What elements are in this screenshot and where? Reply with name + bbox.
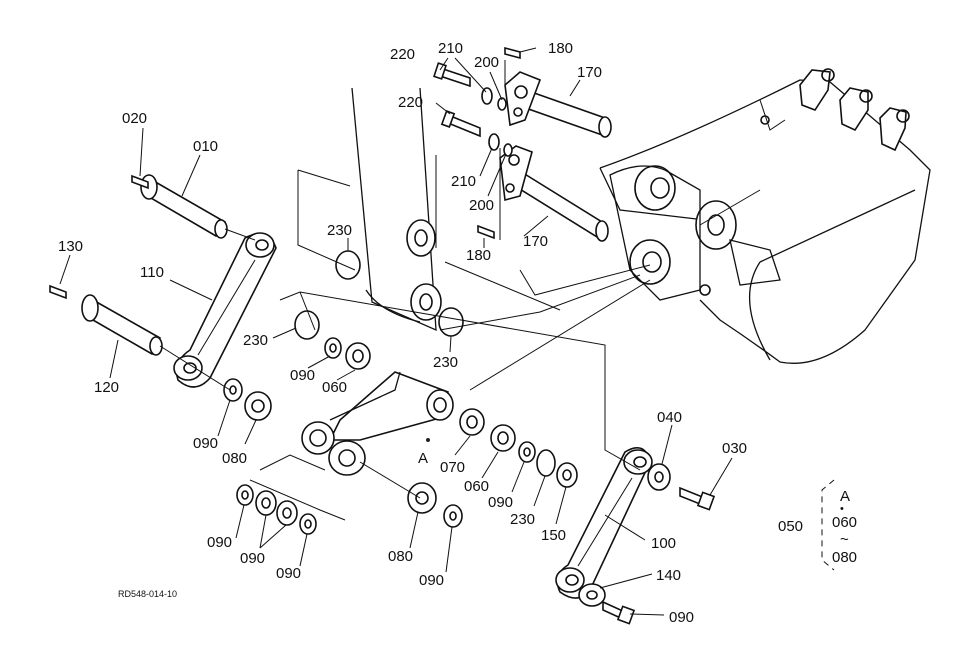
part-label-060-b: 060: [464, 478, 489, 495]
legend-bracket: [821, 479, 835, 571]
part-label-200-lower: 200: [469, 197, 494, 214]
part-label-020: 020: [122, 110, 147, 127]
part-label-070: 070: [440, 459, 465, 476]
legend-ref: A: [840, 488, 850, 505]
leader-lines: [59, 47, 733, 616]
pin-170-lower: [499, 145, 609, 242]
part-labels-visible: 090 080 090: [276, 548, 444, 589]
bolt-220-upper: [433, 62, 471, 88]
part-label-090-b: 090: [193, 435, 218, 452]
o-ring-230-b: [294, 310, 320, 340]
part-label-200-upper: 200: [474, 54, 499, 71]
legend: 050 A • 060 ~ 080: [778, 488, 857, 566]
legend-from: 060: [832, 514, 857, 531]
legend-range-mark: ~: [840, 531, 849, 548]
part-label-010: 010: [193, 138, 218, 155]
part-label-080-a: 080: [222, 450, 247, 467]
part-label-230-d: 230: [510, 511, 535, 528]
part-label-230-c: 230: [433, 354, 458, 371]
part-label-030: 030: [722, 440, 747, 457]
part-label-150: 090: [669, 609, 694, 626]
part-label-230-a: 230: [327, 222, 352, 239]
bolt-150: [602, 600, 636, 625]
part-label-090-f-text: 090: [419, 572, 444, 589]
part-label-040: 040: [657, 409, 682, 426]
part-label-130: 130: [58, 238, 83, 255]
part-labels: 020 010 130 110 120 220 210 200 180 170 …: [58, 40, 747, 626]
o-ring-230-c: [438, 307, 464, 337]
part-label-090-d: 090: [207, 534, 232, 551]
legend-bullet: •: [840, 503, 844, 515]
part-label-120: 120: [94, 379, 119, 396]
bucket: [599, 68, 931, 364]
part-label-110: 110: [140, 264, 164, 281]
part-label-220-lower: 220: [398, 94, 423, 111]
part-label-100: 100: [651, 535, 676, 552]
spacers: [223, 337, 671, 607]
part-label-230-b: 230: [243, 332, 268, 349]
part-label-090-c: 090: [488, 494, 513, 511]
pin-170-upper: [504, 71, 612, 138]
bucket-link: [301, 371, 454, 476]
part-label-160: 140: [656, 567, 681, 584]
part-label-170-lower: 170: [523, 233, 548, 250]
link-100: [555, 446, 653, 599]
assembly-lines: [159, 60, 761, 521]
pin-010: [140, 174, 228, 239]
part-label-180-upper: 180: [548, 40, 573, 57]
part-label-090-a: 090: [290, 367, 315, 384]
part-label-190: 150: [541, 527, 566, 544]
ref-marker-a: A: [418, 450, 428, 467]
diagram-drawing: [49, 46, 931, 625]
part-label-210-upper: 210: [438, 40, 463, 57]
part-label-180-lower: 180: [466, 247, 491, 264]
bolt-030: [679, 486, 716, 511]
document-code: RD548-014-10: [118, 589, 177, 599]
part-label-060-a: 060: [322, 379, 347, 396]
part-label-140: 090: [240, 550, 265, 567]
part-label-170-upper: 170: [577, 64, 602, 81]
part-label-090-e-text: 090: [276, 565, 301, 582]
o-ring-230-a: [335, 250, 361, 280]
part-label-220-upper: 220: [390, 46, 415, 63]
legend-code: 050: [778, 518, 803, 535]
bolt-220-lower: [440, 110, 481, 138]
arm: [351, 87, 442, 332]
part-label-080-b: 080: [388, 548, 413, 565]
legend-to: 080: [832, 549, 857, 566]
pin-120: [81, 294, 163, 356]
part-label-210-lower: 210: [451, 173, 476, 190]
